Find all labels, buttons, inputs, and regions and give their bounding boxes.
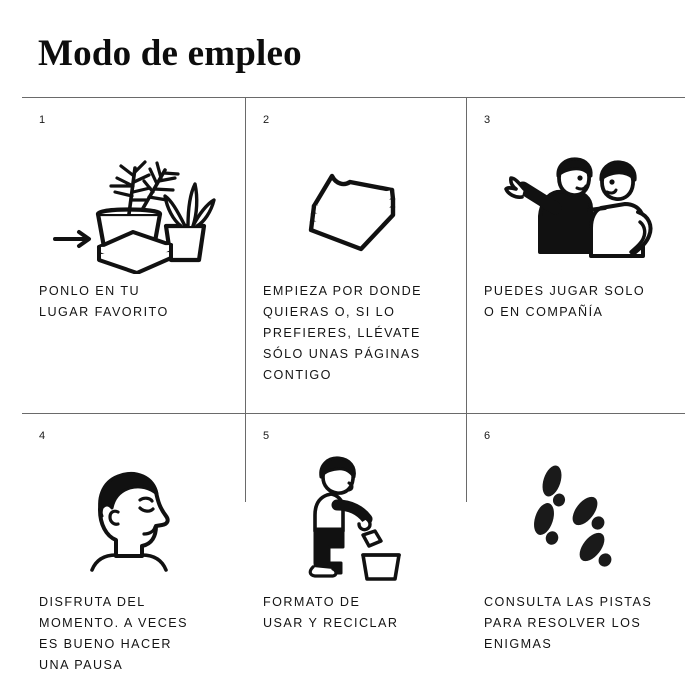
footprints-trail-icon	[467, 444, 685, 592]
step-cell-4: 4 Disfruta del momento. A veces es bueno…	[22, 414, 245, 700]
divider-vertical-row1-right	[466, 98, 467, 413]
step-caption-3: Puedes jugar solo o en compañía	[484, 284, 646, 319]
step-cell-6: 6 Consulta las pistas	[467, 414, 685, 700]
step-cell-3: 3	[467, 98, 685, 413]
step-caption-6: Consulta las pistas para resolver los en…	[484, 595, 653, 651]
divider-middle	[22, 413, 685, 414]
step-cell-2: 2 Empieza por donde quieras o, si lo pre…	[246, 98, 466, 413]
step-caption-5: Formato de usar y reciclar	[263, 595, 399, 630]
two-people-icon	[467, 134, 685, 282]
step-number-1: 1	[39, 114, 46, 126]
step-caption-1: Ponlo en tu lugar favorito	[39, 284, 169, 319]
person-recycling-icon	[246, 444, 466, 592]
step-number-6: 6	[484, 430, 491, 442]
potted-plants-with-paper-stack-and-arrow-icon	[22, 134, 245, 282]
step-cell-1: 1	[22, 98, 245, 413]
divider-vertical-row2-right	[466, 414, 467, 502]
step-number-4: 4	[39, 430, 46, 442]
step-caption-2: Empieza por donde quieras o, si lo prefi…	[263, 284, 423, 382]
step-number-3: 3	[484, 114, 491, 126]
paper-stack-icon	[246, 134, 466, 282]
divider-top	[22, 97, 685, 98]
face-profile-icon	[22, 444, 245, 592]
page-title: Modo de empleo	[38, 33, 302, 74]
step-cell-5: 5	[246, 414, 466, 700]
divider-vertical-row2-left	[245, 414, 246, 502]
divider-vertical-row1-left	[245, 98, 246, 413]
step-number-5: 5	[263, 430, 270, 442]
step-caption-4: Disfruta del momento. A veces es bueno h…	[39, 595, 188, 672]
step-number-2: 2	[263, 114, 270, 126]
